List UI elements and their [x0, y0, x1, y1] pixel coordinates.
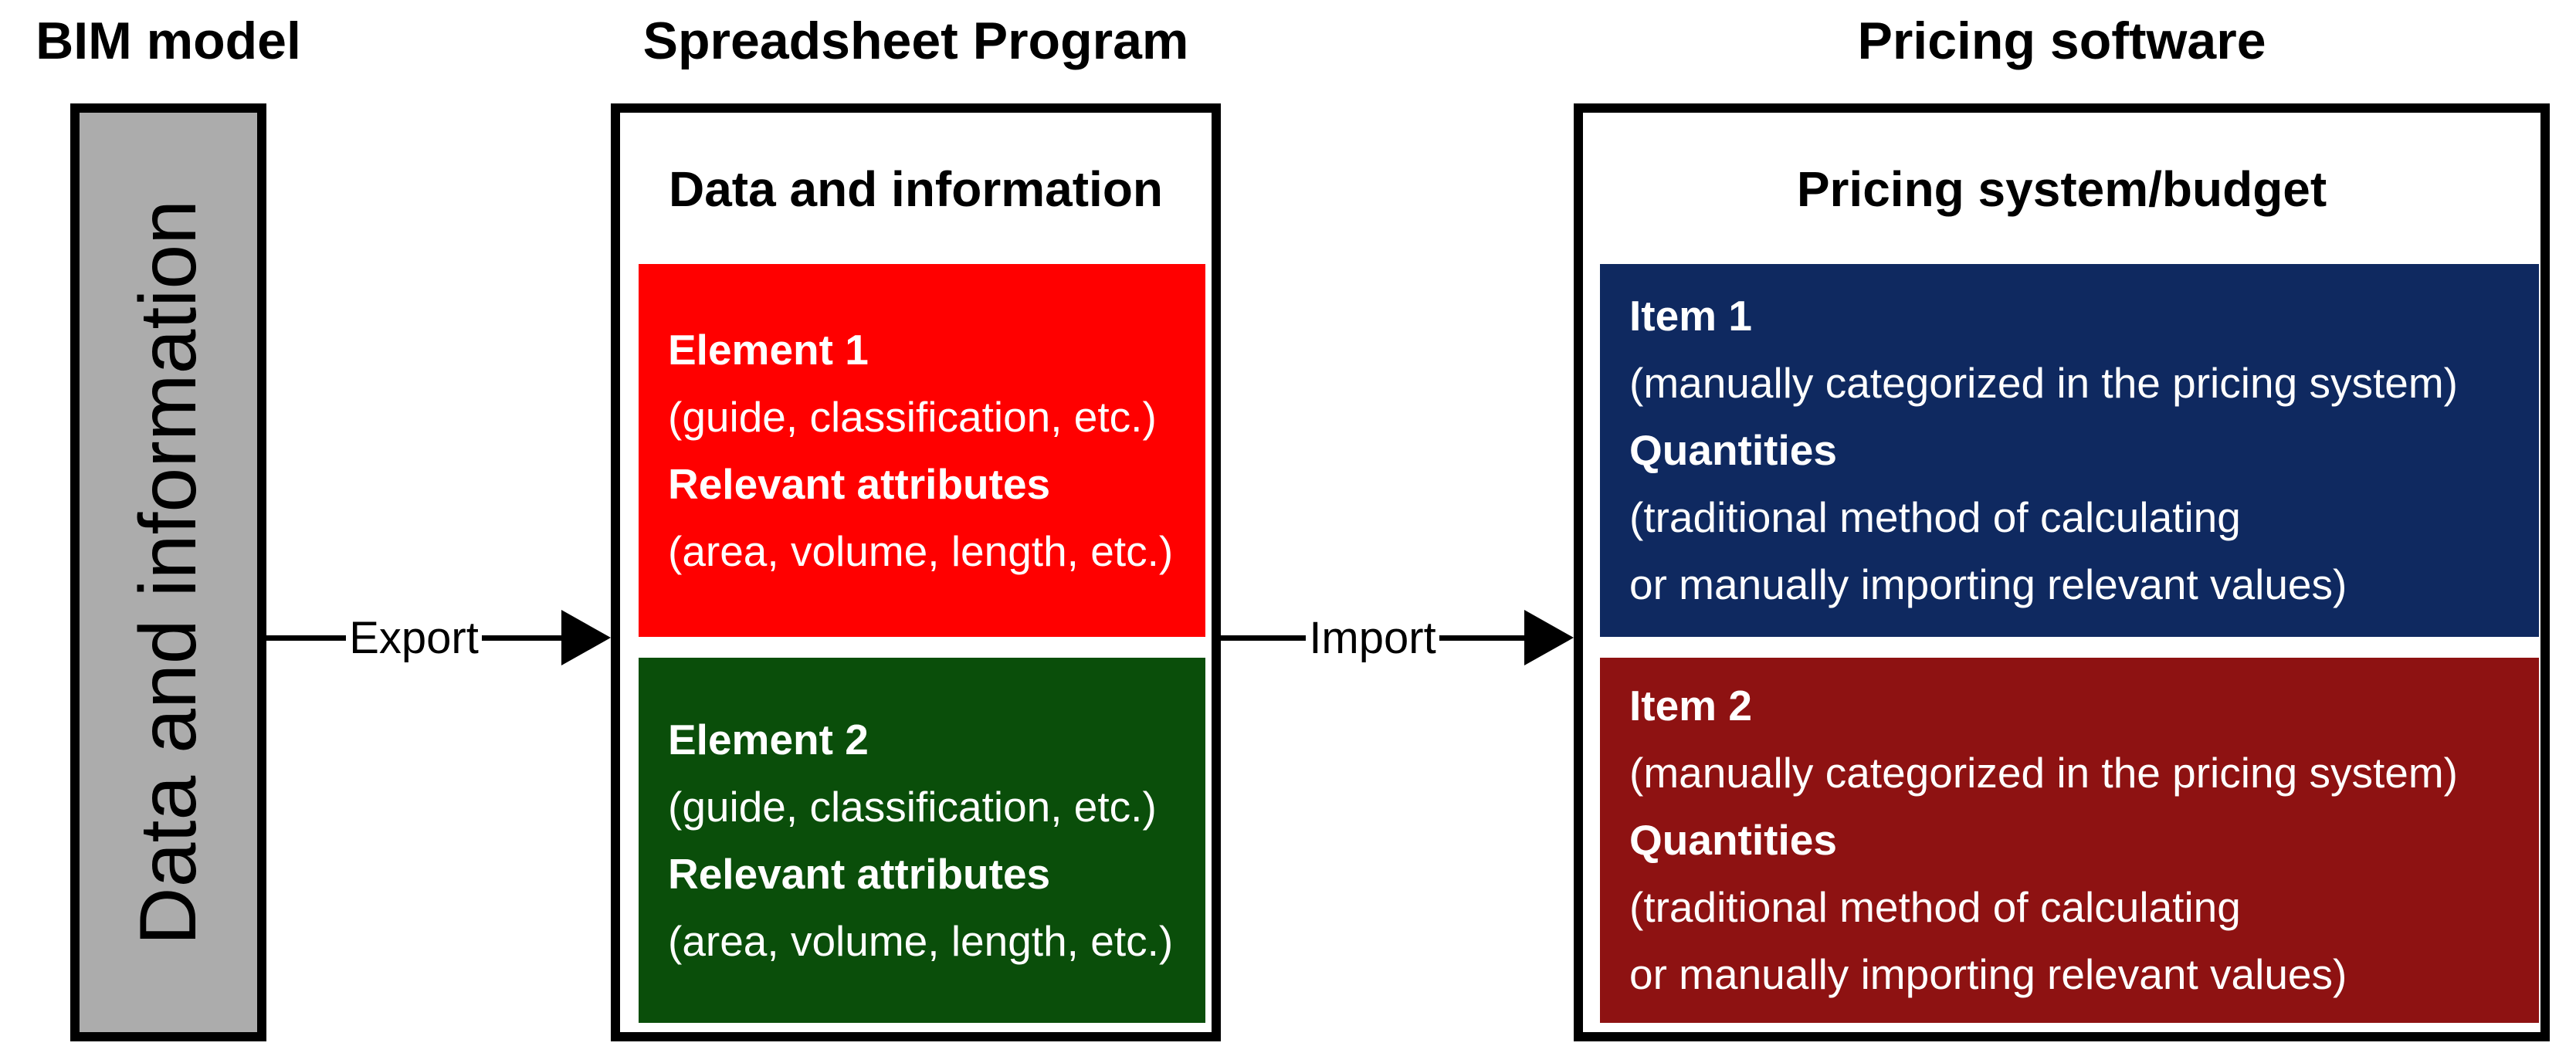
element-1-attributes-detail: (area, volume, length, etc.): [668, 526, 1174, 575]
item-2-quantities-line2: or manually importing relevant values): [1629, 950, 2347, 998]
element-2-block: Element 2 (guide, classification, etc.) …: [639, 658, 1205, 1023]
element-2-attributes-detail: (area, volume, length, etc.): [668, 916, 1174, 965]
spreadsheet-program-title: Spreadsheet Program: [642, 12, 1189, 70]
pricing-header: Pricing system/budget: [1796, 161, 2327, 217]
item-2-detail: (manually categorized in the pricing sys…: [1629, 749, 2458, 797]
element-2-name: Element 2: [668, 715, 869, 763]
element-2-detail: (guide, classification, etc.): [668, 782, 1157, 831]
item-2-name: Item 2: [1629, 682, 1752, 730]
import-arrow: Import: [1221, 602, 1574, 673]
import-arrow-line-left: [1221, 635, 1307, 641]
item-1-name: Item 1: [1629, 292, 1752, 340]
export-arrowhead-icon: [561, 610, 612, 665]
bim-model-title: BIM model: [36, 12, 301, 70]
element-1-attributes-title: Relevant attributes: [668, 459, 1051, 508]
export-arrow-label: Export: [349, 612, 479, 663]
item-1-quantities-line2: or manually importing relevant values): [1629, 560, 2347, 608]
item-1-quantities-line1: (traditional method of calculating: [1629, 493, 2241, 541]
import-arrow-label: Import: [1309, 612, 1436, 663]
export-arrow: Export: [266, 602, 612, 673]
export-arrow-line-left: [266, 635, 347, 641]
item-1-block: Item 1 (manually categorized in the pric…: [1600, 264, 2539, 637]
element-1-name: Element 1: [668, 325, 869, 374]
item-1-quantities-title: Quantities: [1629, 426, 1837, 474]
spreadsheet-program-box: Data and information Element 1 (guide, c…: [611, 103, 1221, 1041]
item-2-block: Item 2 (manually categorized in the pric…: [1600, 658, 2539, 1023]
element-1-detail: (guide, classification, etc.): [668, 392, 1157, 441]
spreadsheet-header: Data and information: [668, 161, 1164, 217]
export-arrow-line-right: [481, 635, 562, 641]
element-2-attributes-title: Relevant attributes: [668, 849, 1051, 898]
import-arrow-line-right: [1439, 635, 1524, 641]
item-2-quantities-line1: (traditional method of calculating: [1629, 883, 2241, 931]
bim-data-information-label: Data and information: [123, 199, 213, 946]
pricing-software-box: Pricing system/budget Item 1 (manually c…: [1574, 103, 2550, 1041]
item-1-detail: (manually categorized in the pricing sys…: [1629, 359, 2458, 407]
bim-model-box: Data and information: [70, 103, 266, 1041]
pricing-software-title: Pricing software: [1857, 12, 2266, 70]
import-arrowhead-icon: [1524, 610, 1574, 665]
element-1-block: Element 1 (guide, classification, etc.) …: [639, 264, 1205, 637]
item-2-quantities-title: Quantities: [1629, 816, 1837, 864]
